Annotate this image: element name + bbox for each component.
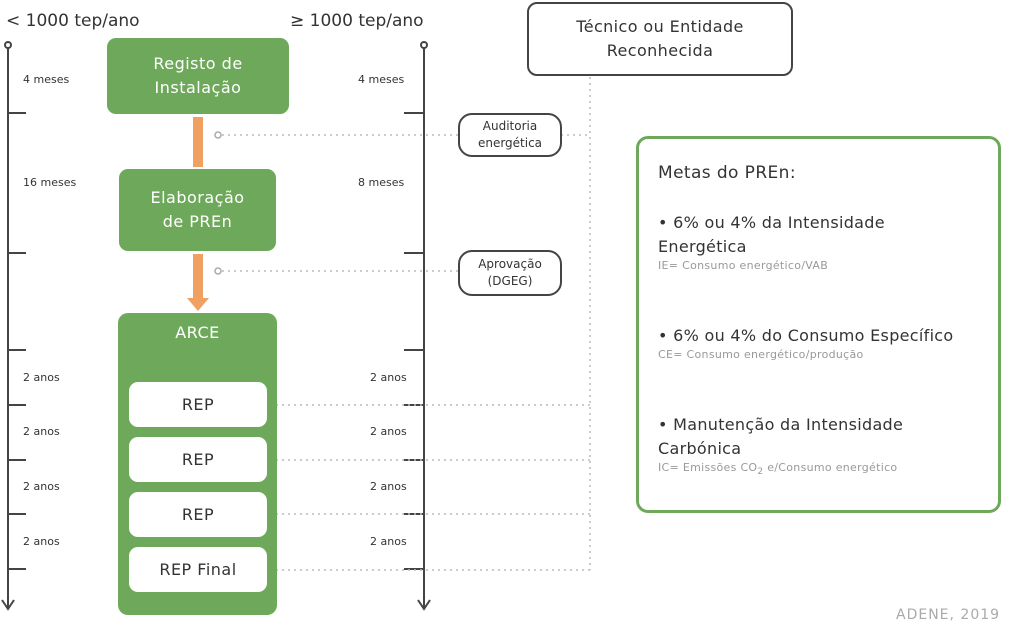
- tecnico-line-2: Reconhecida: [606, 41, 714, 60]
- arce-title: ARCE: [175, 323, 220, 342]
- rep-box-3: REP: [129, 492, 267, 537]
- aprovacao-line-2: (DGEG): [487, 274, 533, 288]
- tecnico-line-1: Técnico ou Entidade: [576, 17, 744, 36]
- aprovacao-dgeg-pill: Aprovação (DGEG): [458, 250, 562, 296]
- meta-item-3: • Manutenção da Intensidade Carbónica IC…: [658, 413, 988, 477]
- meta-item-2: • 6% ou 4% do Consumo Específico CE= Con…: [658, 324, 998, 361]
- meta-item-1: • 6% ou 4% da Intensidade Energética IE=…: [658, 211, 988, 272]
- auditoria-energetica-pill: Auditoria energética: [458, 113, 562, 157]
- meta-3-formula-pre: IC= Emissões CO: [658, 461, 758, 474]
- registo-line-1: Registo de: [153, 54, 243, 73]
- metas-title: Metas do PREn:: [658, 163, 796, 183]
- left-duration-1: 4 meses: [23, 73, 70, 86]
- right-duration-5: 2 anos: [370, 480, 407, 493]
- left-timeline-axis: [1, 41, 26, 611]
- registo-line-2: Instalação: [154, 78, 242, 97]
- meta-3-formula-post: e/Consumo energético: [763, 461, 898, 474]
- dotted-connectors: [222, 77, 591, 571]
- aprovacao-line-1: Aprovação: [478, 257, 542, 271]
- rep-box-2: REP: [129, 437, 267, 482]
- right-duration-1: 4 meses: [358, 73, 405, 86]
- meta-1-line-2: Energética: [658, 237, 747, 256]
- elaboracao-line-2: de PREn: [162, 212, 233, 231]
- credit-label: ADENE, 2019: [896, 607, 1001, 623]
- left-duration-6: 2 anos: [23, 535, 60, 548]
- meta-2-line-1: • 6% ou 4% do Consumo Específico: [658, 326, 954, 345]
- meta-3-line-1: • Manutenção da Intensidade: [658, 415, 904, 434]
- rep-final-box: REP Final: [129, 547, 267, 592]
- tecnico-entidade-box: Técnico ou Entidade Reconhecida: [527, 2, 793, 76]
- meta-3-formula: IC= Emissões CO2 e/Consumo energético: [658, 461, 988, 477]
- header-less-1000: < 1000 tep/ano: [6, 11, 140, 31]
- left-duration-5: 2 anos: [23, 480, 60, 493]
- left-duration-2: 16 meses: [23, 176, 77, 189]
- right-duration-3: 2 anos: [370, 371, 407, 384]
- right-timeline-axis: [404, 41, 431, 611]
- elaboracao-pren-box: Elaboração de PREn: [119, 169, 276, 251]
- meta-3-line-2: Carbónica: [658, 439, 742, 458]
- meta-1-formula: IE= Consumo energético/VAB: [658, 259, 829, 272]
- registo-instalacao-box: Registo de Instalação: [107, 38, 289, 114]
- left-duration-3: 2 anos: [23, 371, 60, 384]
- rep-box-1: REP: [129, 382, 267, 427]
- flow-arrows: [187, 117, 209, 311]
- metas-panel: Metas do PREn: • 6% ou 4% da Intensidade…: [636, 136, 1001, 513]
- left-duration-4: 2 anos: [23, 425, 60, 438]
- header-more-1000: ≥ 1000 tep/ano: [290, 11, 424, 31]
- meta-3-formula-sub: 2: [757, 467, 764, 478]
- right-duration-4: 2 anos: [370, 425, 407, 438]
- meta-1-line-1: • 6% ou 4% da Intensidade: [658, 213, 885, 232]
- elaboracao-line-1: Elaboração: [150, 188, 245, 207]
- right-duration-2: 8 meses: [358, 176, 405, 189]
- right-duration-6: 2 anos: [370, 535, 407, 548]
- auditoria-line-2: energética: [477, 136, 543, 150]
- auditoria-line-1: Auditoria: [482, 119, 538, 133]
- meta-2-formula: CE= Consumo energético/produção: [658, 348, 864, 361]
